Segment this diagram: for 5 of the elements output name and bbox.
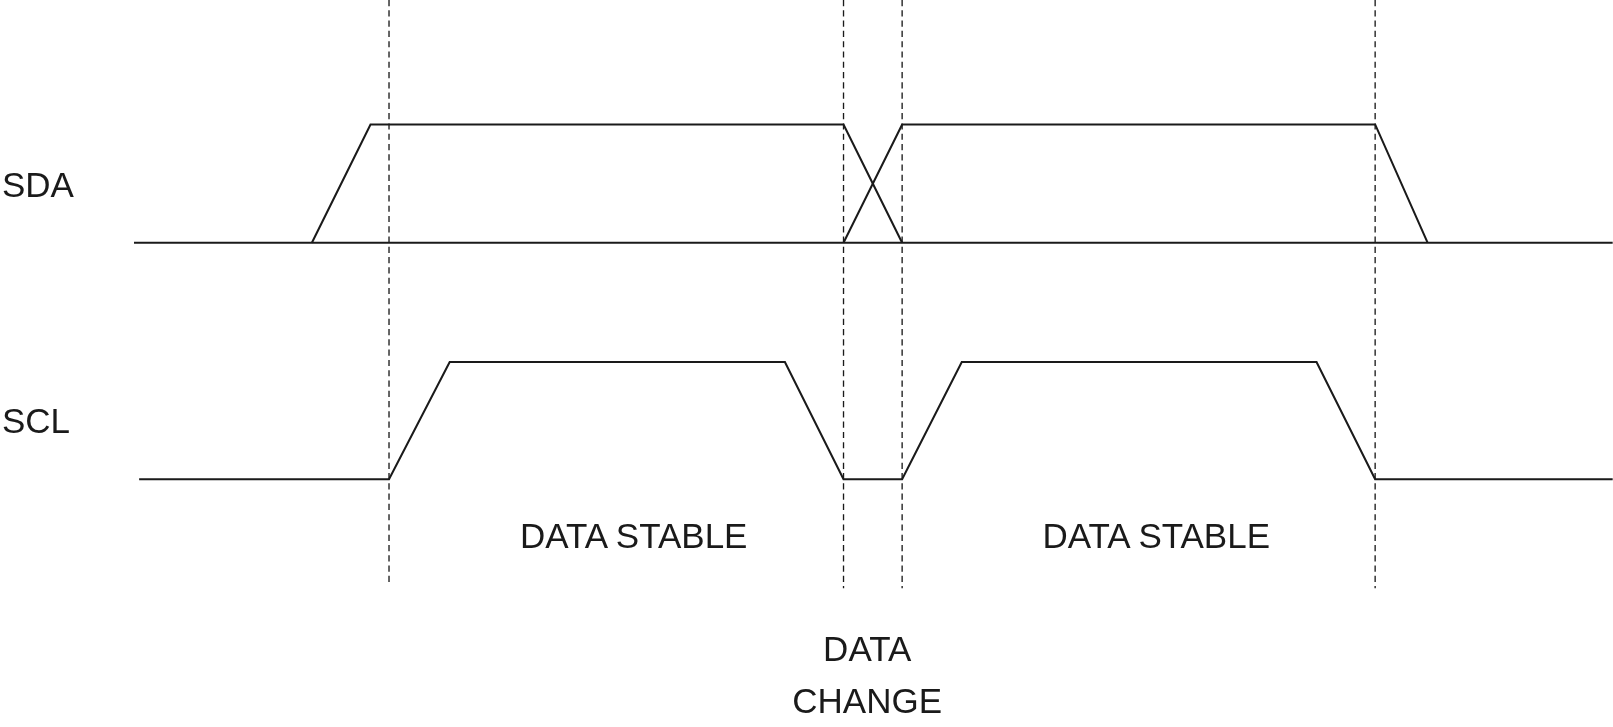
signal-label: SCL [2,400,71,442]
phase-label: DATA STABLE [518,515,749,558]
signal-label: SDA [2,164,74,207]
phase-label: DATA CHANGE [791,628,944,723]
phase-label: DATA STABLE [1041,515,1272,558]
